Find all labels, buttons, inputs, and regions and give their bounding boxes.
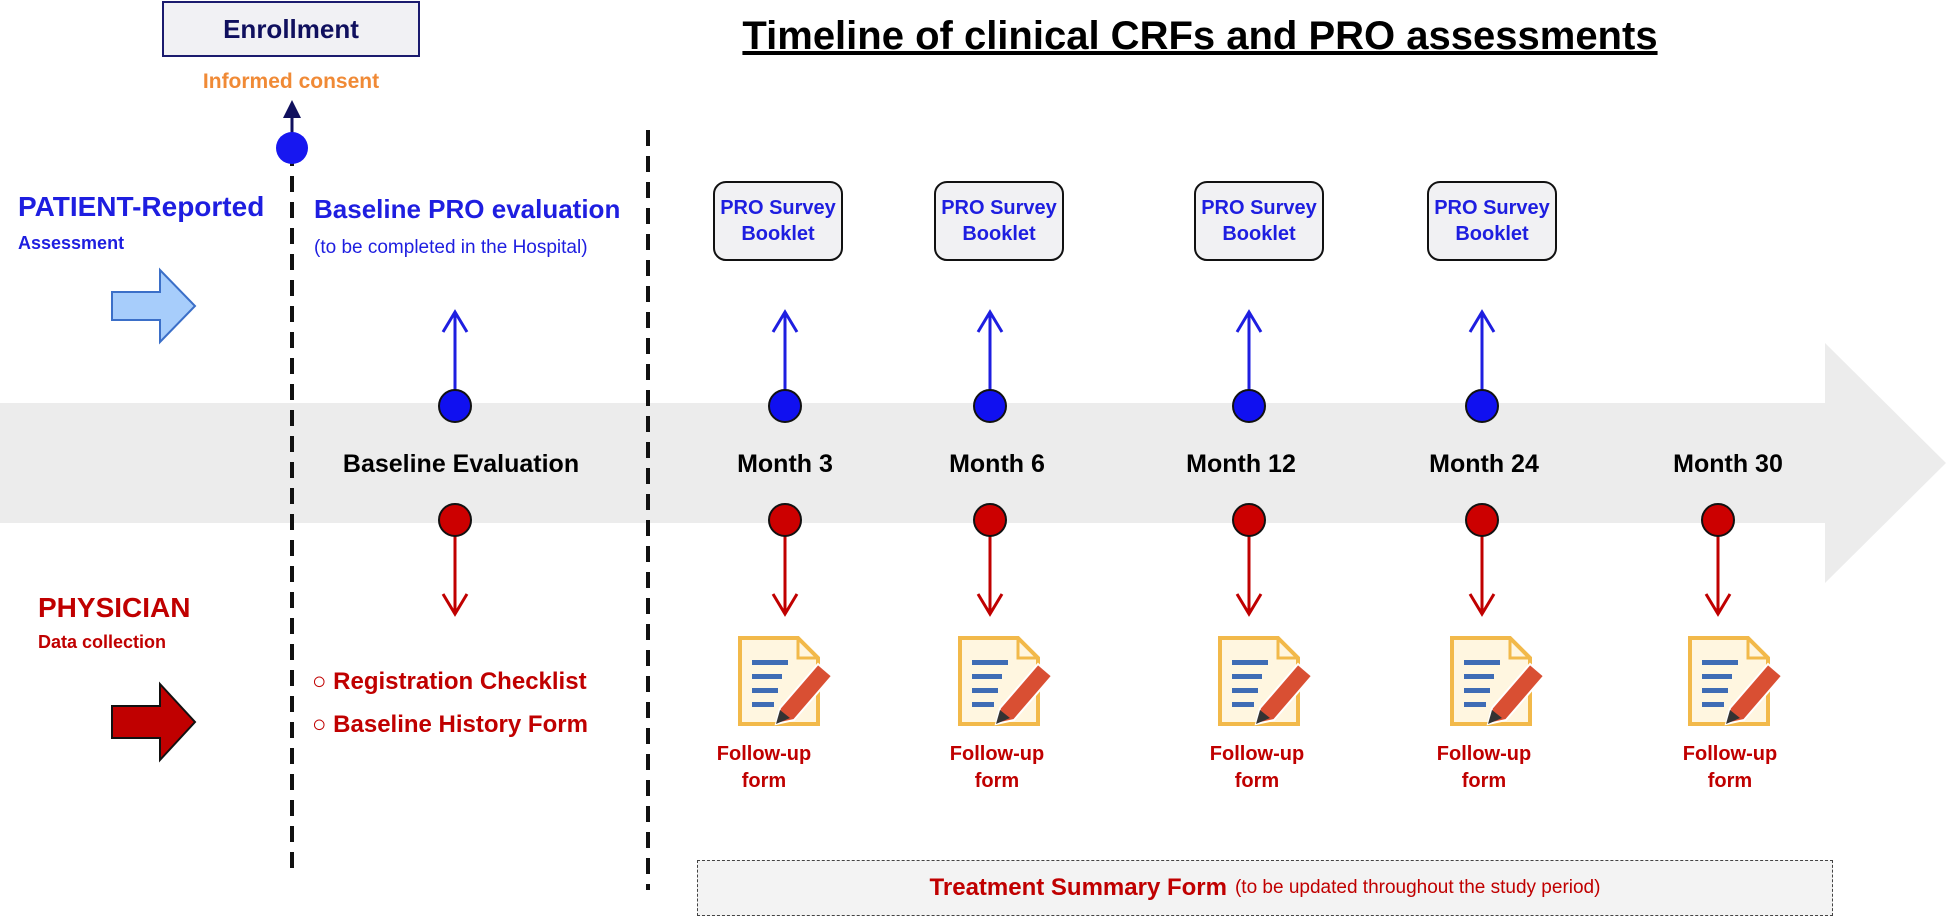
- pro-booklet-line2: Booklet: [1455, 223, 1529, 245]
- physician-arrowhead: [1235, 593, 1263, 617]
- pro-booklet-line1: PRO Survey: [1201, 197, 1317, 219]
- pro-booklet-line1: PRO Survey: [1434, 197, 1550, 219]
- follow-up-form-month-12: Follow-up form: [1187, 741, 1327, 795]
- follow-up-line2: form: [741, 770, 787, 792]
- follow-up-line2: form: [1461, 770, 1507, 792]
- treatment-summary-note: (to be updated throughout the study peri…: [1234, 877, 1601, 898]
- treatment-summary-title: Treatment Summary Form: [929, 874, 1227, 901]
- patient-reported-subtitle: Assessment: [18, 233, 125, 253]
- right-arrow-icon: [111, 681, 197, 763]
- follow-up-line1: Follow-up: [1209, 743, 1305, 765]
- document-pencil-icon: [1688, 636, 1784, 726]
- enrollment-dot: [276, 132, 308, 164]
- pro-booklet-line2: Booklet: [962, 223, 1036, 245]
- registration-checklist-item: ○ Registration Checklist: [312, 668, 587, 695]
- physician-arrowhead: [976, 593, 1004, 617]
- timepoint-label-month-24: Month 24: [1429, 450, 1539, 478]
- pro-arrowhead: [1468, 309, 1496, 333]
- right-arrow-icon: [111, 267, 197, 345]
- follow-up-line2: form: [1234, 770, 1280, 792]
- timepoint-label-month-3: Month 3: [737, 450, 833, 478]
- pro-survey-booklet-month-24: PRO Survey Booklet: [1427, 181, 1557, 261]
- physician-arrowhead: [441, 593, 469, 617]
- pro-booklet-line2: Booklet: [741, 223, 815, 245]
- pro-arrowhead: [1235, 309, 1263, 333]
- pro-arrowhead: [441, 309, 469, 333]
- treatment-summary-form-box: Treatment Summary Form (to be updated th…: [697, 860, 1833, 916]
- physician-arrowhead: [771, 593, 799, 617]
- pro-timepoint-dot: [973, 389, 1007, 423]
- follow-up-form-month-24: Follow-up form: [1414, 741, 1554, 795]
- follow-up-form-month-30: Follow-up form: [1660, 741, 1800, 795]
- baseline-history-item: ○ Baseline History Form: [312, 711, 588, 738]
- follow-up-line1: Follow-up: [949, 743, 1045, 765]
- follow-up-line1: Follow-up: [716, 743, 812, 765]
- physician-timepoint-dot: [768, 503, 802, 537]
- baseline-pro-note: (to be completed in the Hospital): [314, 237, 588, 258]
- pro-arrowhead: [771, 309, 799, 333]
- follow-up-form-month-3: Follow-up form: [694, 741, 834, 795]
- pro-booklet-line1: PRO Survey: [720, 197, 836, 219]
- document-pencil-icon: [738, 636, 834, 726]
- pro-booklet-line2: Booklet: [1222, 223, 1296, 245]
- physician-timepoint-dot: [1465, 503, 1499, 537]
- physician-timepoint-dot: [1701, 503, 1735, 537]
- enrollment-box: Enrollment: [162, 1, 420, 57]
- pro-survey-booklet-month-6: PRO Survey Booklet: [934, 181, 1064, 261]
- baseline-evaluation-label: Baseline Evaluation: [342, 450, 580, 478]
- physician-timepoint-dot: [1232, 503, 1266, 537]
- physician-arrowhead: [1704, 593, 1732, 617]
- pro-timepoint-dot: [768, 389, 802, 423]
- timepoint-label-month-30: Month 30: [1673, 450, 1783, 478]
- physician-subtitle: Data collection: [38, 632, 167, 652]
- document-pencil-icon: [958, 636, 1054, 726]
- pro-timepoint-dot: [1232, 389, 1266, 423]
- pro-arrowhead: [976, 309, 1004, 333]
- physician-title: PHYSICIAN: [38, 592, 191, 623]
- physician-timepoint-dot: [973, 503, 1007, 537]
- timepoint-label-month-6: Month 6: [949, 450, 1045, 478]
- follow-up-form-month-6: Follow-up form: [927, 741, 1067, 795]
- physician-arrowhead: [1468, 593, 1496, 617]
- follow-up-line2: form: [1707, 770, 1753, 792]
- follow-up-line1: Follow-up: [1682, 743, 1778, 765]
- pro-survey-booklet-month-3: PRO Survey Booklet: [713, 181, 843, 261]
- follow-up-line2: form: [974, 770, 1020, 792]
- follow-up-line1: Follow-up: [1436, 743, 1532, 765]
- pro-survey-booklet-month-12: PRO Survey Booklet: [1194, 181, 1324, 261]
- document-pencil-icon: [1218, 636, 1314, 726]
- physician-timepoint-dot: [438, 503, 472, 537]
- timeline-band-arrow: [0, 343, 1946, 583]
- informed-consent-label: Informed consent: [202, 70, 380, 93]
- timepoint-label-month-12: Month 12: [1186, 450, 1296, 478]
- pro-timepoint-dot: [438, 389, 472, 423]
- document-pencil-icon: [1450, 636, 1546, 726]
- page-title: Timeline of clinical CRFs and PRO assess…: [742, 14, 1658, 58]
- enrollment-arrowhead: [283, 100, 301, 118]
- pro-timepoint-dot: [1465, 389, 1499, 423]
- baseline-pro-title: Baseline PRO evaluation: [314, 194, 621, 224]
- pro-booklet-line1: PRO Survey: [941, 197, 1057, 219]
- patient-reported-title: PATIENT-Reported: [18, 191, 265, 222]
